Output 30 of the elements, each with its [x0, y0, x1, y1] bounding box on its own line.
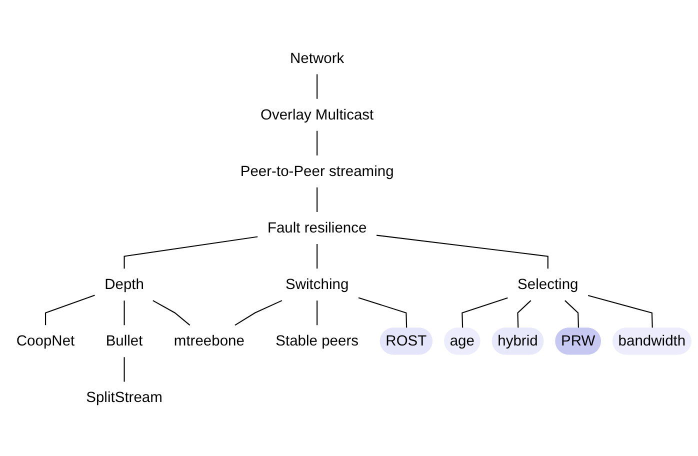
node-text: Fault resilience	[267, 219, 367, 236]
node-text: Network	[290, 50, 344, 66]
connector	[376, 234, 548, 269]
node-box: bandwidth	[612, 328, 692, 355]
connector	[152, 300, 190, 326]
node-text: Stable peers	[276, 332, 359, 349]
connector	[316, 244, 318, 269]
connector	[462, 297, 508, 328]
node-text: Peer-to-Peer streaming	[240, 162, 394, 180]
connector	[124, 300, 125, 326]
connector	[124, 236, 258, 269]
node-text: CoopNet	[16, 332, 75, 349]
node-text: Switching	[285, 276, 349, 292]
node-text: Depth	[104, 276, 144, 292]
connector	[124, 357, 125, 382]
node-text: Bullet	[106, 332, 143, 349]
connector	[234, 300, 282, 326]
connector	[316, 74, 318, 99]
connector	[517, 300, 532, 328]
connector	[358, 297, 408, 328]
connector	[45, 294, 95, 326]
connector	[316, 300, 318, 326]
node-text: Overlay Multicast	[260, 106, 374, 123]
node-text: Selecting	[518, 276, 578, 292]
connector	[564, 300, 579, 328]
node-text: mtreebone	[174, 332, 244, 349]
connector	[588, 295, 653, 328]
connector	[316, 130, 318, 156]
connector	[316, 187, 318, 212]
node-text: SplitStream	[86, 389, 162, 406]
